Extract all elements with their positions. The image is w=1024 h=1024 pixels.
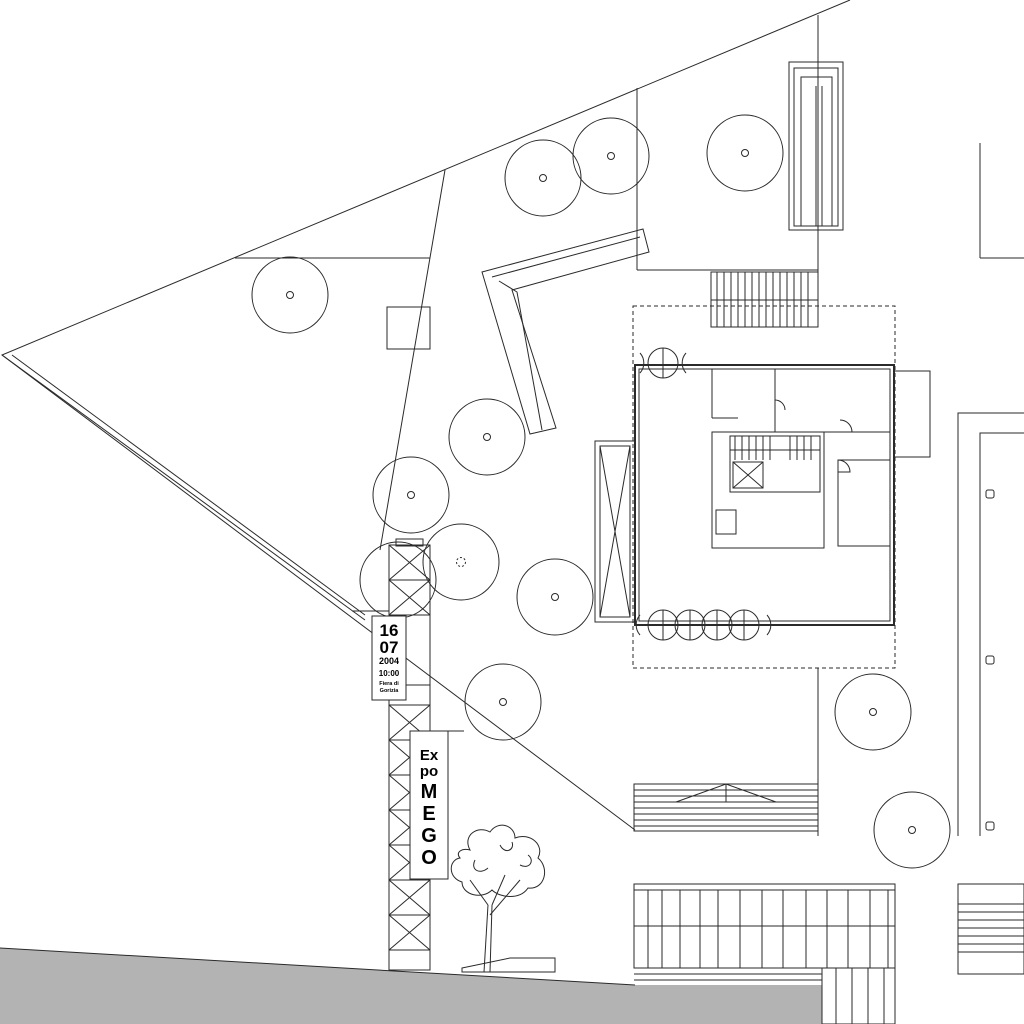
ground-section — [0, 948, 822, 1024]
long-bench — [788, 61, 844, 231]
expo-line2: po — [420, 763, 438, 780]
date-place-line1: Fiera di — [379, 681, 399, 687]
date-year: 2004 — [379, 656, 399, 666]
date-time: 10:00 — [379, 669, 400, 678]
bent-bench — [481, 228, 650, 435]
date-day: 16 — [380, 621, 399, 640]
pavilion-building — [594, 364, 931, 626]
date-month: 07 — [380, 638, 399, 657]
tree-elevation — [450, 824, 556, 973]
adjacent-elevation — [957, 883, 1024, 975]
date-place-line2: Gorizia — [380, 688, 400, 694]
expo-line1: Ex — [420, 747, 439, 764]
kiosk-square — [386, 306, 431, 350]
expo-banner: Ex po M E G O — [409, 730, 449, 880]
expo-letter-3: G — [421, 825, 437, 847]
pavilion-elevation — [633, 883, 896, 1024]
expo-letter-4: O — [421, 847, 437, 869]
site-boundary — [1, 0, 1024, 836]
stair-north — [710, 271, 819, 328]
expo-letter-1: M — [421, 781, 438, 803]
adjacent-building — [957, 412, 1024, 836]
expo-letter-2: E — [422, 803, 435, 825]
pavilion-doors — [635, 347, 772, 641]
date-banner: 16 07 2004 10:00 Fiera di Gorizia — [371, 615, 407, 701]
stair-south — [633, 783, 819, 832]
tree-symbols — [251, 114, 951, 869]
